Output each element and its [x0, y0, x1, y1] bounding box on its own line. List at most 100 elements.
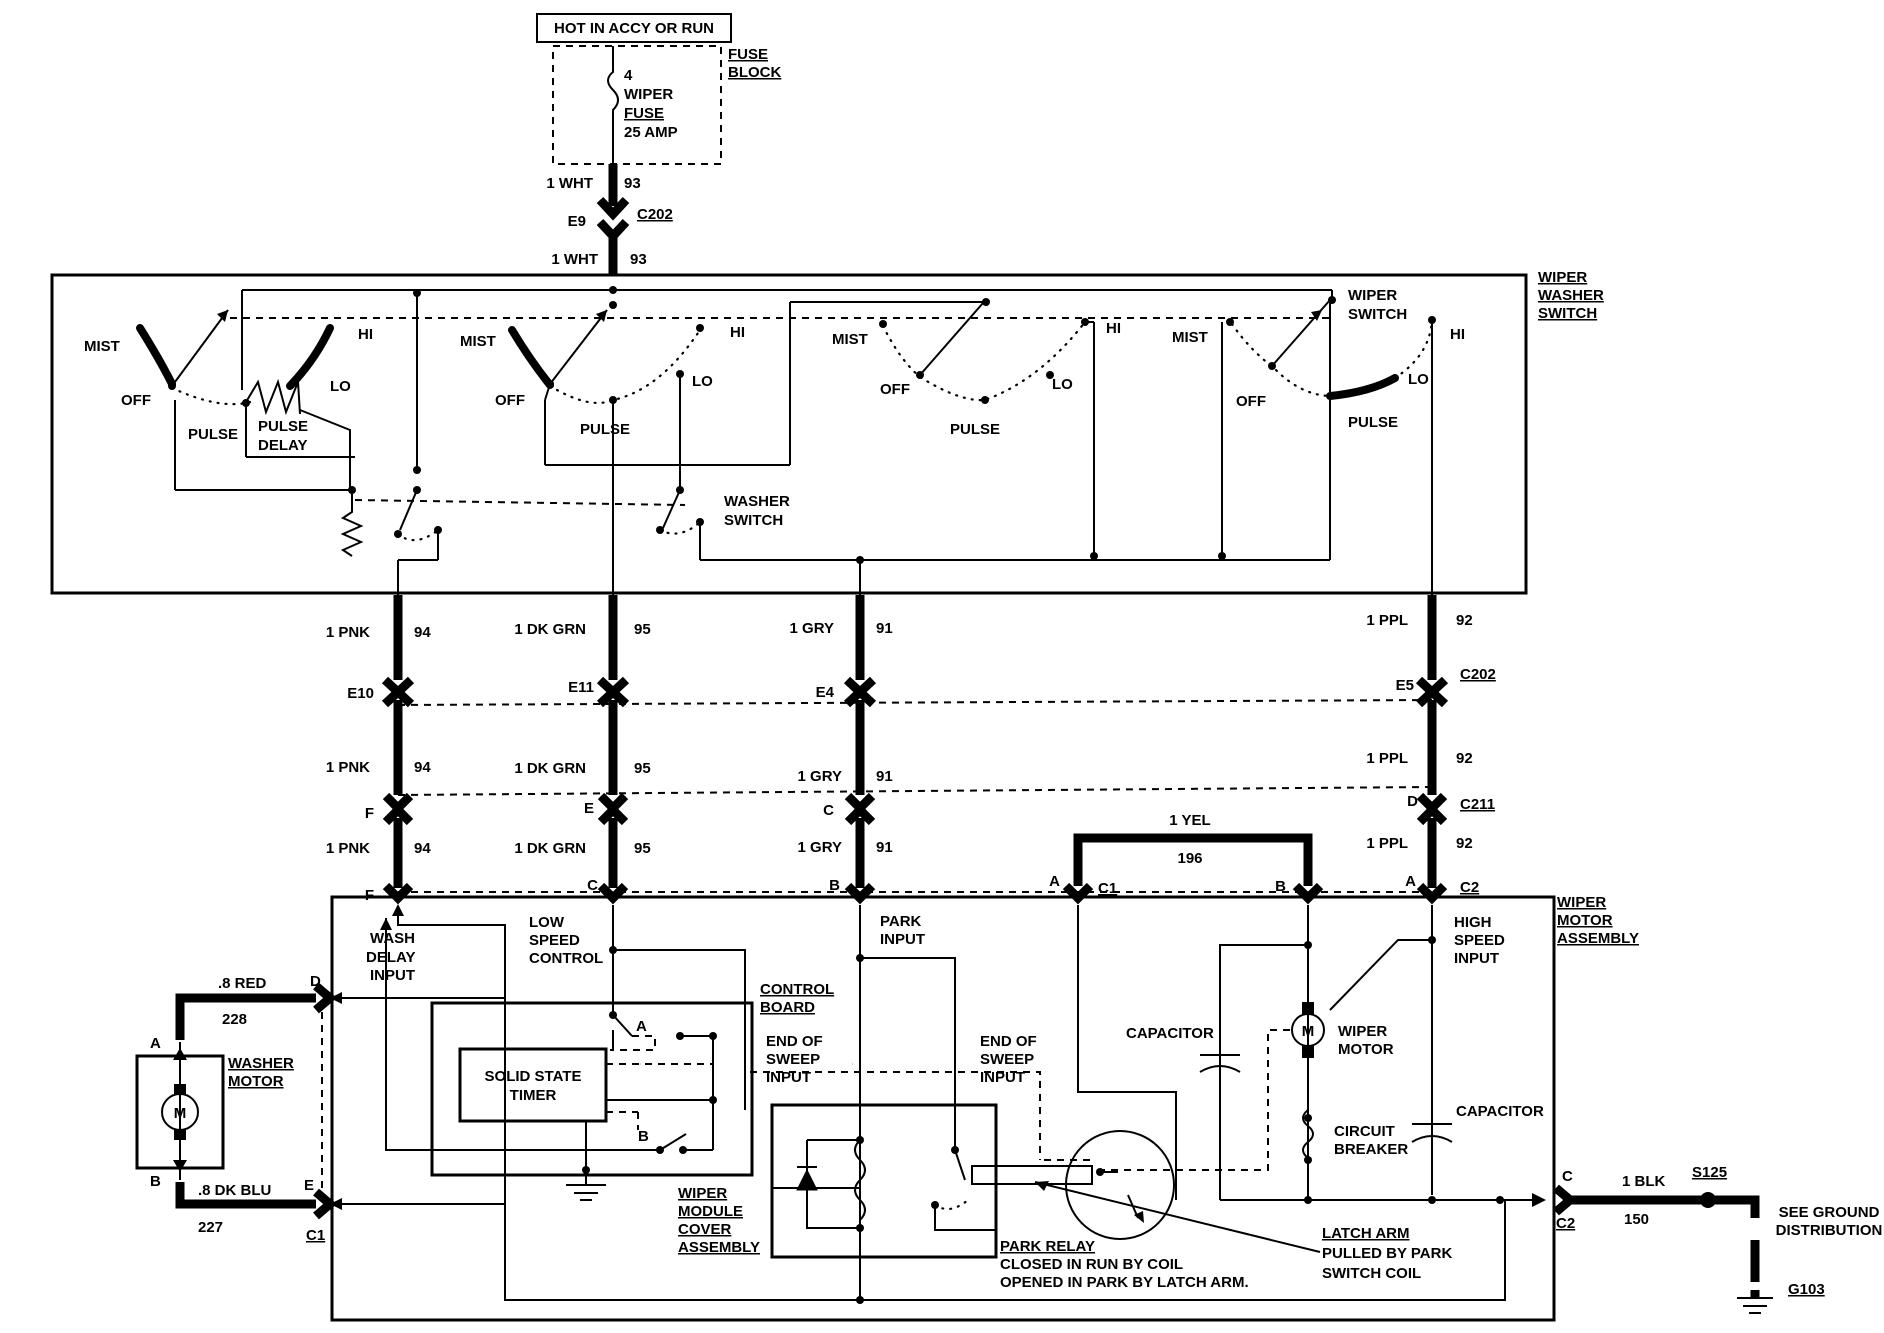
latch-arm-label-3: SWITCH COIL	[1322, 1265, 1421, 1282]
pin-d: D	[1407, 793, 1418, 810]
fuse-number: 4	[624, 67, 633, 84]
washer-motor-m: M	[174, 1105, 187, 1122]
pulse-delay-2: DELAY	[258, 437, 307, 454]
wire-92-number: 92	[1456, 612, 1473, 629]
wire-92-label: 1 PPL	[1366, 612, 1408, 629]
pin-c1-a: A	[1049, 873, 1060, 890]
wma-label-2: MOTOR	[1557, 912, 1613, 929]
wmc-label-1: WIPER	[678, 1185, 727, 1202]
wiper-module-cover: WIPER MODULE COVER ASSEMBLY	[678, 1185, 760, 1256]
washer-motor-label-2: MOTOR	[228, 1073, 284, 1090]
wws-label-1: WIPER	[1538, 269, 1587, 286]
fuse-block-label: FUSE	[728, 46, 768, 63]
wma-label-1: WIPER	[1557, 894, 1606, 911]
pin-e: E	[584, 800, 594, 817]
wire-227-number: 227	[198, 1219, 223, 1236]
pin-e11: E11	[568, 679, 594, 696]
eos-1-c: INPUT	[766, 1069, 811, 1086]
connector-washer-c1: C1	[306, 1227, 325, 1244]
eos-1-b: SWEEP	[766, 1051, 820, 1068]
wire-91-label-3: 1 GRY	[798, 839, 842, 856]
wire-95-number: 95	[634, 621, 651, 638]
wire-95-label-2: 1 DK GRN	[514, 760, 586, 777]
washer-motor: .8 RED 228 D A M WASHER MOTOR B .8 DK BL…	[135, 973, 505, 1244]
wire-196-label: 1 YEL	[1169, 812, 1210, 829]
park-switch-cam	[1065, 1130, 1175, 1240]
wire-92-label-2: 1 PPL	[1366, 750, 1408, 767]
wire-150-label: 1 BLK	[1622, 1173, 1666, 1190]
circuit-breaker-label-2: BREAKER	[1334, 1141, 1408, 1158]
wire-227-label: .8 DK BLU	[198, 1182, 271, 1199]
pin-c2-b: B	[829, 877, 840, 894]
control-board-1: CONTROL	[760, 981, 834, 998]
low-speed-1: LOW	[529, 914, 565, 931]
fuse-label-amp: 25 AMP	[624, 124, 678, 141]
connector-c211: C211	[1460, 796, 1495, 813]
wiper-motor-label-1: WIPER	[1338, 1023, 1387, 1040]
mist-3: MIST	[832, 331, 868, 348]
pin-c1-b: B	[1275, 878, 1286, 895]
wash-delay-3: INPUT	[370, 967, 415, 984]
wire-95-label: 1 DK GRN	[514, 621, 586, 638]
park-relay	[770, 1103, 998, 1259]
wire-94-label-2: 1 PNK	[326, 759, 370, 776]
hot-label: HOT IN ACCY OR RUN	[554, 20, 714, 37]
relay-a: A	[636, 1018, 647, 1035]
pulse-delay-1: PULSE	[258, 418, 308, 435]
circuit-breaker-label-1: CIRCUIT	[1334, 1123, 1395, 1140]
fuse-label-fuse: FUSE	[624, 105, 664, 122]
ground-circuit: C C2 1 BLK 150 S125 SEE GROUND DISTRIBUT…	[1553, 1164, 1882, 1314]
pin-washer-e: E	[304, 1177, 314, 1194]
wire-91-label: 1 GRY	[790, 620, 834, 637]
timer-label-2: TIMER	[510, 1087, 557, 1104]
park-input-1: PARK	[880, 913, 922, 930]
washer-switch-label-1: WASHER	[724, 493, 790, 510]
control-board	[430, 1001, 754, 1177]
pin-washer-d: D	[310, 973, 321, 990]
park-relay-label: PARK RELAY	[1000, 1238, 1095, 1255]
lo-4: LO	[1408, 371, 1429, 388]
wire-91-number: 91	[876, 620, 893, 637]
wiper-switch-label-2: SWITCH	[1348, 306, 1407, 323]
wash-delay-1: WASH	[370, 930, 415, 947]
pin-c: C	[823, 802, 834, 819]
pin-e5: E5	[1396, 677, 1414, 694]
wire-94-label-3: 1 PNK	[326, 840, 370, 857]
fuse-label-wiper: WIPER	[624, 86, 673, 103]
wire-93-label-lower: 1 WHT	[551, 251, 598, 268]
pulse-2: PULSE	[580, 421, 630, 438]
mist-2: MIST	[460, 333, 496, 350]
mist-1: MIST	[84, 338, 120, 355]
wire-93-number-lower: 93	[630, 251, 647, 268]
lo-3: LO	[1052, 376, 1073, 393]
hi-4: HI	[1450, 326, 1465, 343]
off-1: OFF	[121, 392, 151, 409]
control-board-2: BOARD	[760, 999, 815, 1016]
wiper-motor-assembly: WIPER MOTOR ASSEMBLY M WIPER MOTOR CIRCU…	[330, 894, 1639, 1322]
hi-2: HI	[730, 324, 745, 341]
wire-93-label: 1 WHT	[546, 175, 593, 192]
fuse-block-label-2: BLOCK	[728, 64, 781, 81]
connector-c202: C202	[1460, 666, 1496, 683]
hi-3: HI	[1106, 320, 1121, 337]
wire-92-label-3: 1 PPL	[1366, 835, 1408, 852]
relay-b: B	[638, 1128, 649, 1145]
wmc-label-4: ASSEMBLY	[678, 1239, 760, 1256]
pin-e10: E10	[347, 685, 374, 702]
wire-150-number: 150	[1624, 1211, 1649, 1228]
connector-ground-c2: C2	[1556, 1215, 1575, 1232]
park-input-2: INPUT	[880, 931, 925, 948]
high-speed-2: SPEED	[1454, 932, 1505, 949]
fuse-element	[607, 46, 619, 164]
ground-g103: G103	[1788, 1281, 1825, 1298]
solid-state-timer	[458, 1047, 608, 1123]
connector-c202-top: C202	[637, 206, 673, 223]
pin-e4: E4	[816, 684, 835, 701]
latch-arm-label-1: LATCH ARM	[1322, 1225, 1409, 1242]
wire-91-number-3: 91	[876, 839, 893, 856]
fuse-block: HOT IN ACCY OR RUN FUSE BLOCK 4 WIPER FU…	[536, 13, 781, 165]
timer-label-1: SOLID STATE	[485, 1068, 582, 1085]
high-speed-1: HIGH	[1454, 914, 1492, 931]
splice-s125: S125	[1692, 1164, 1727, 1181]
